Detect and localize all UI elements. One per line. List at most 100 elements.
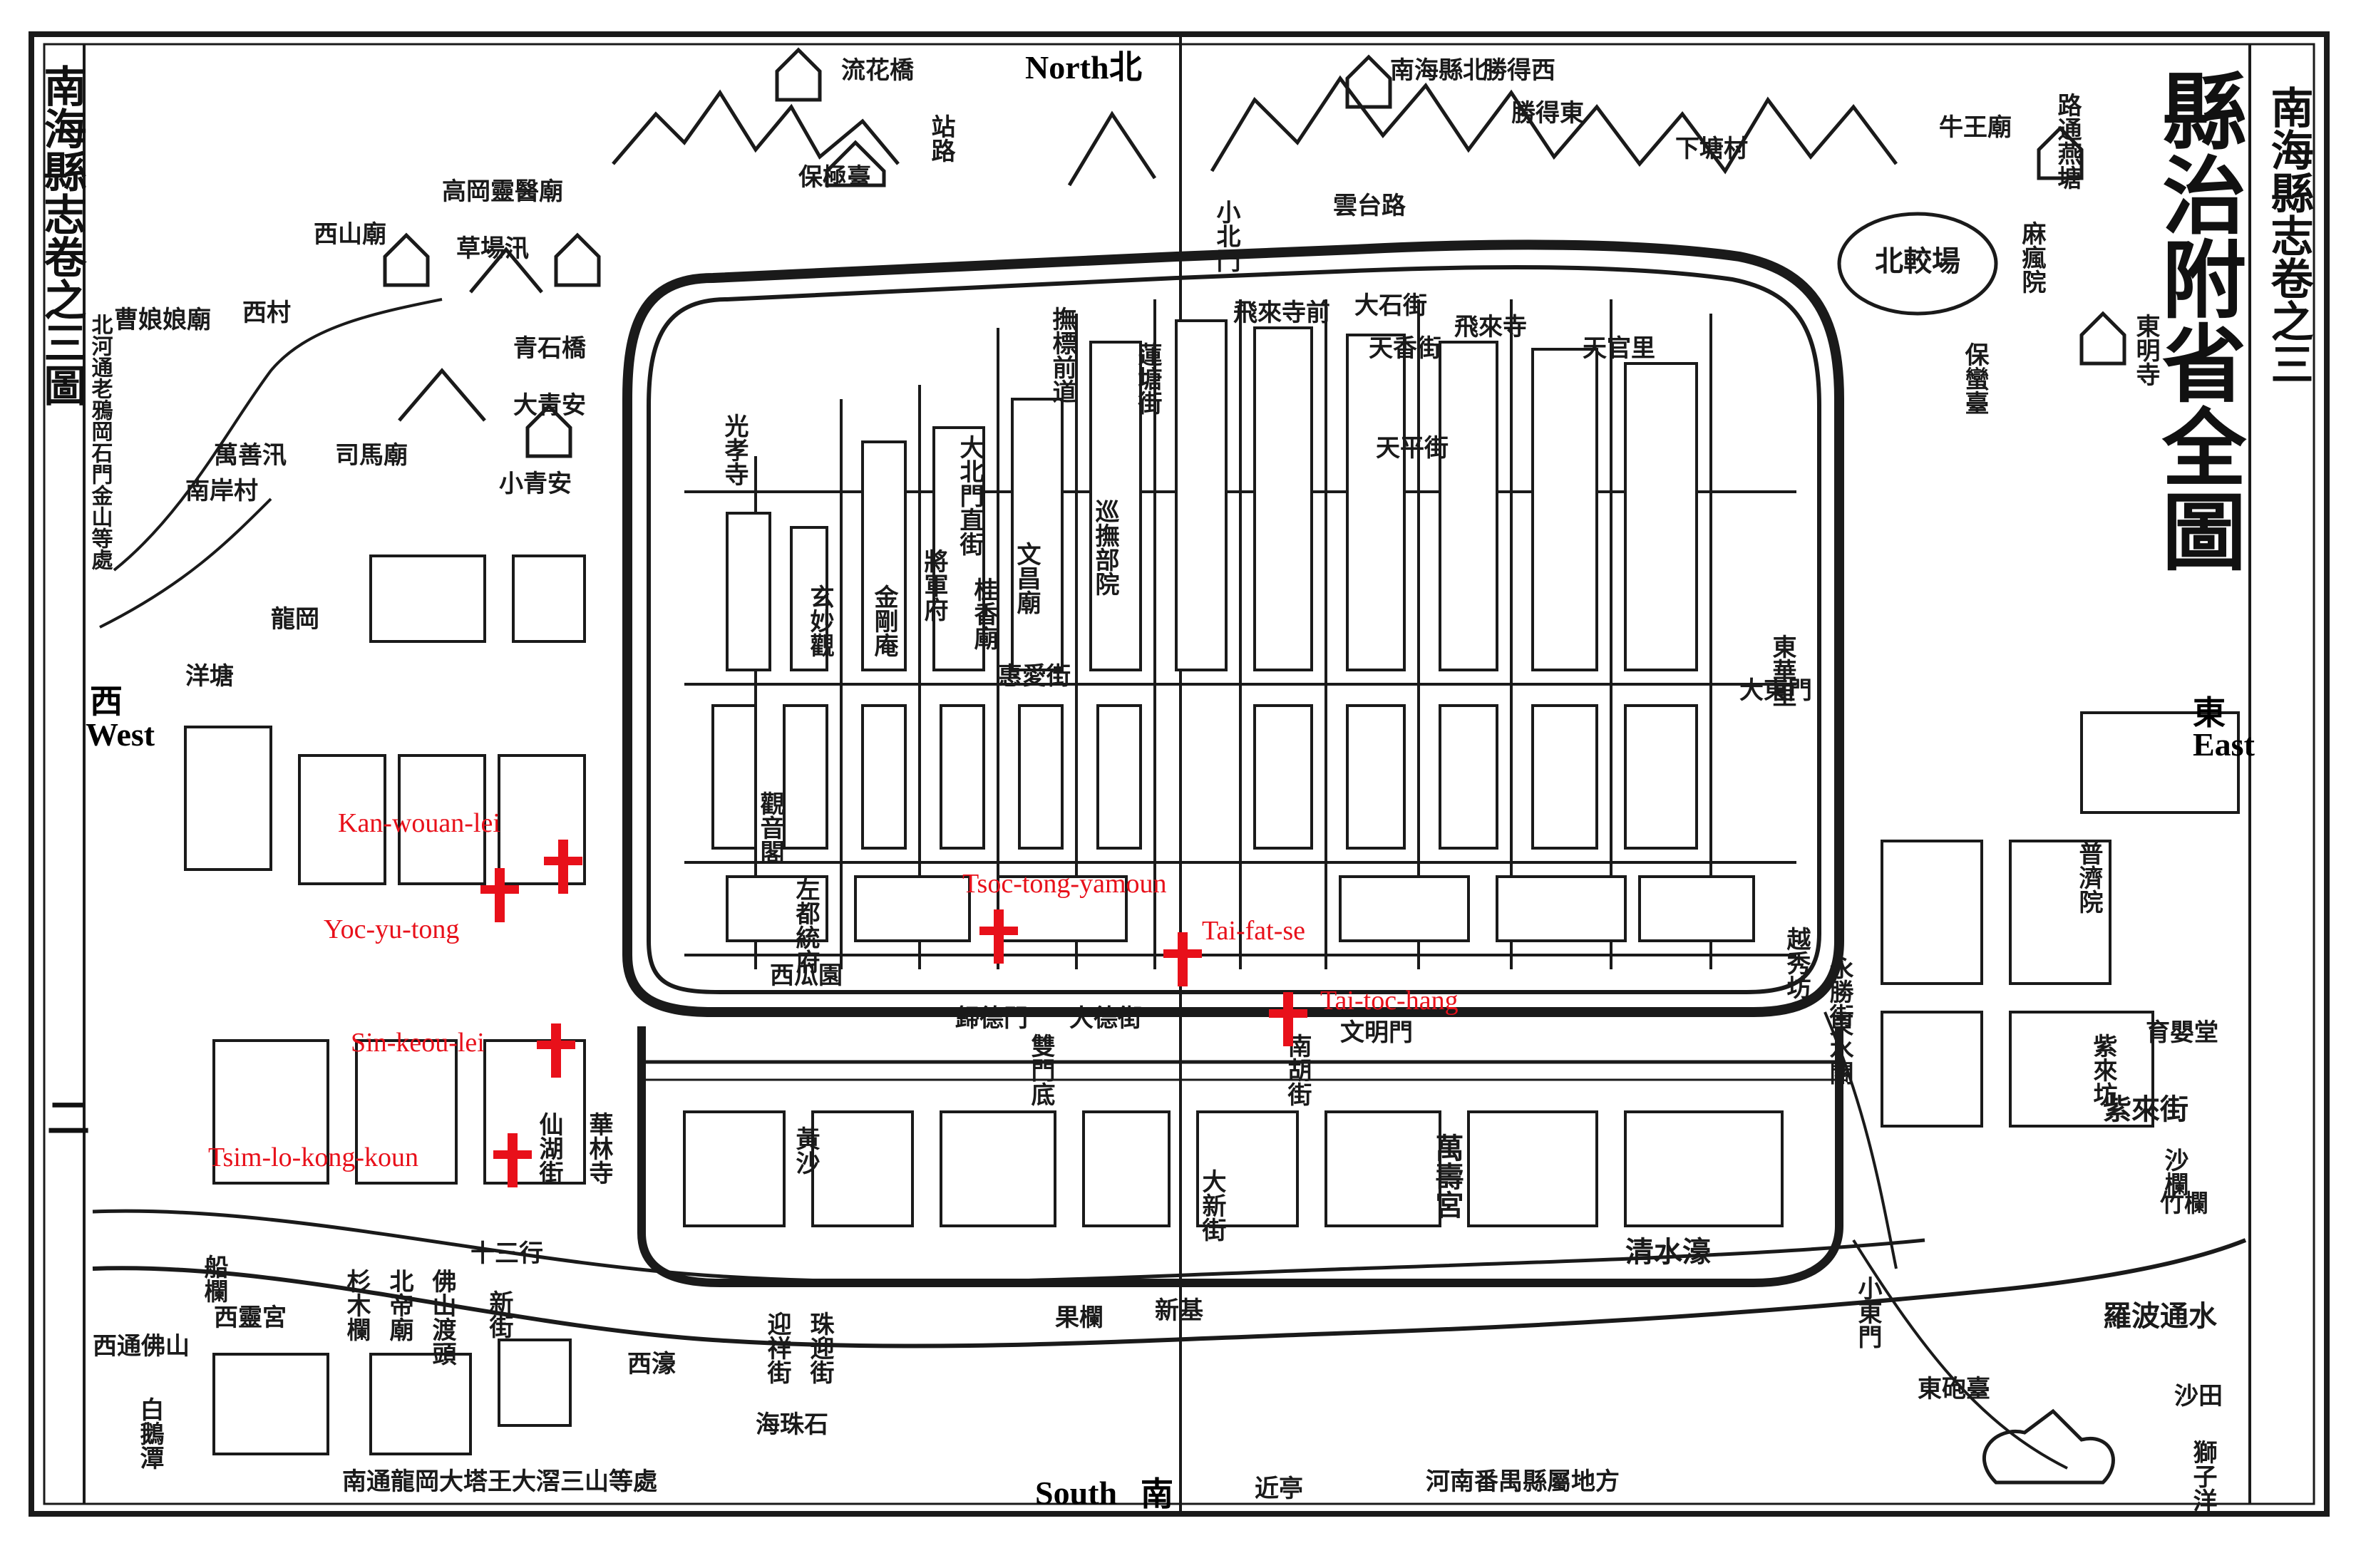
place-label: 北較場 (1875, 244, 1960, 278)
place-label: 草場汛 (456, 234, 529, 263)
site-label-tai-fat-se: Tai-fat-se (1202, 916, 1305, 946)
place-label: 獅子洋 (2188, 1440, 2217, 1512)
place-label: 羅波通水 (2103, 1299, 2218, 1333)
place-label: 麻瘋院 (2017, 221, 2046, 294)
place-label: 紫來街 (2103, 1093, 2188, 1126)
compass-north-label: North (1025, 49, 1109, 86)
place-label: 竹欄 (2160, 1190, 2208, 1218)
right-margin-label: 南海縣志卷之三 (2263, 86, 2313, 385)
place-label: 文明門 (1340, 1018, 1413, 1047)
city-walls (622, 239, 1844, 1287)
place-label: 大新街 (1198, 1169, 1227, 1242)
red-cross-icon (544, 840, 582, 894)
place-label: 曹娘娘廟 (114, 306, 211, 334)
site-marker-tai-fat-se[interactable]: Tai-fat-se (1163, 916, 1305, 986)
place-label: 大東門 (1739, 676, 1812, 705)
place-label: 小青安 (499, 470, 572, 498)
site-label-yoc-yu-tong: Yoc-yu-tong (324, 914, 459, 944)
place-label: 北帝廟 (385, 1269, 413, 1342)
site-marker-tai-toc-hang[interactable]: Tai-toc-hang (1269, 986, 1459, 1046)
place-label: 洋塘 (185, 662, 234, 691)
place-label: 十三行 (470, 1239, 543, 1268)
site-marker-tsim-lo-kong-koun[interactable]: Tsim-lo-kong-koun (208, 1133, 532, 1187)
place-label: 飛來寺 (1454, 313, 1527, 341)
map-title: 縣治附省全圖 (2148, 68, 2247, 572)
place-label: 東明寺 (2131, 314, 2160, 386)
place-label: 船欄 (200, 1254, 228, 1303)
place-label: 東水關 (1825, 1012, 1853, 1085)
place-label: 西村 (242, 299, 291, 327)
place-label: 勝得西 (1483, 56, 1555, 85)
place-label: 大北門直街 (955, 435, 984, 556)
place-label: 牛王廟 (1939, 113, 2012, 142)
place-label: 萬善汛 (214, 441, 287, 470)
place-label: 撫標前道 (1048, 306, 1076, 403)
place-label: 大石街 (1354, 292, 1427, 320)
place-label: 青石橋 (513, 334, 586, 363)
compass-east-cjk: 東 (2193, 693, 2226, 732)
place-label: 東砲臺 (1918, 1375, 1990, 1403)
place-label: 普濟院 (2074, 841, 2103, 914)
site-marker-kan-wouan-lei[interactable]: Kan-wouan-lei (338, 808, 582, 894)
compass-north-cjk: 北 (1109, 48, 1142, 86)
place-label: 海珠石 (756, 1410, 828, 1439)
place-label: 南海縣北 (1390, 56, 1487, 85)
place-label: 迎祥街 (763, 1311, 792, 1384)
site-marker-tsoc-tong-yamoun[interactable]: Tsoc-tong-yamoun (962, 869, 1167, 964)
left-margin-label: 南海縣志卷之三圖 (36, 64, 86, 406)
red-cross-icon (493, 1133, 532, 1187)
place-label: 大青安 (513, 391, 586, 420)
place-label: 保極臺 (798, 163, 871, 192)
place-label: 龍岡 (271, 605, 319, 634)
place-label: 西靈宮 (214, 1304, 287, 1332)
compass-west-cjk: 西 (90, 682, 123, 721)
place-label: 桂香廟 (969, 577, 998, 651)
place-label: 玄妙觀 (806, 584, 834, 657)
place-label: 將軍府 (920, 549, 948, 622)
northern-mountains (398, 75, 1898, 422)
place-label: 歸德門 (955, 1004, 1028, 1033)
site-label-tsoc-tong-yamoun: Tsoc-tong-yamoun (962, 869, 1167, 899)
place-label: 佛山渡頭 (428, 1269, 457, 1366)
southern-suburb (683, 1110, 1784, 1227)
place-label: 果欄 (1055, 1304, 1104, 1332)
red-cross-icon (979, 909, 1018, 964)
place-label: 高岡靈醫廟 (442, 177, 563, 206)
place-label: 河南番禺縣屬地方 (1426, 1468, 1620, 1496)
page-number: 二 (47, 1094, 90, 1144)
city-blocks (711, 319, 1755, 942)
place-label: 西山廟 (314, 220, 386, 249)
place-label: 雲台路 (1333, 192, 1406, 220)
compass-labels: North 北 South 南 西 West 東 East (86, 48, 2255, 1513)
site-marker-yoc-yu-tong[interactable]: Yoc-yu-tong (324, 868, 519, 944)
western-suburb (184, 555, 586, 1455)
red-cross-icon (1163, 932, 1202, 986)
place-label: 華林寺 (585, 1112, 613, 1185)
place-label: 小北門 (1212, 200, 1240, 272)
compass-south-label: South (1035, 1475, 1117, 1511)
place-label: 雙門底 (1027, 1033, 1055, 1106)
place-label: 左都統府 (791, 877, 821, 974)
site-label-kan-wouan-lei: Kan-wouan-lei (338, 808, 500, 838)
compass-west-label: West (86, 716, 155, 753)
place-label: 新街 (485, 1290, 514, 1339)
red-cross-icon (537, 1023, 575, 1078)
place-label: 文昌廟 (1012, 542, 1041, 615)
place-label: 小東門 (1853, 1276, 1882, 1348)
place-label: 育嬰堂 (2146, 1018, 2218, 1047)
place-label: 觀音閣 (756, 791, 784, 864)
compass-east-label: East (2193, 726, 2255, 763)
place-label: 白鵝潭 (135, 1397, 164, 1470)
place-label: 天平街 (1376, 434, 1449, 463)
place-label: 下塘村 (1675, 135, 1748, 163)
place-label: 北河通老鴉岡石門金山等處 (88, 314, 114, 571)
place-label: 黃沙 (791, 1126, 820, 1175)
site-marker-sin-keou-lei[interactable]: Sin-keou-lei (351, 1023, 575, 1078)
place-label: 近亭 (1255, 1475, 1303, 1503)
place-label: 南通龍岡大塔王大滘三山等處 (342, 1468, 657, 1496)
compass-south-cjk: 南 (1141, 1475, 1173, 1513)
place-labels: 流花橋 保極臺 站路 南海縣北 勝得西 勝得東 牛王廟 路通燕塘 下塘村 北較場… (88, 56, 2223, 1512)
place-label: 蓮塘街 (1133, 342, 1163, 415)
place-label: 紫來坊 (2089, 1033, 2117, 1107)
place-label: 司馬廟 (335, 441, 408, 470)
